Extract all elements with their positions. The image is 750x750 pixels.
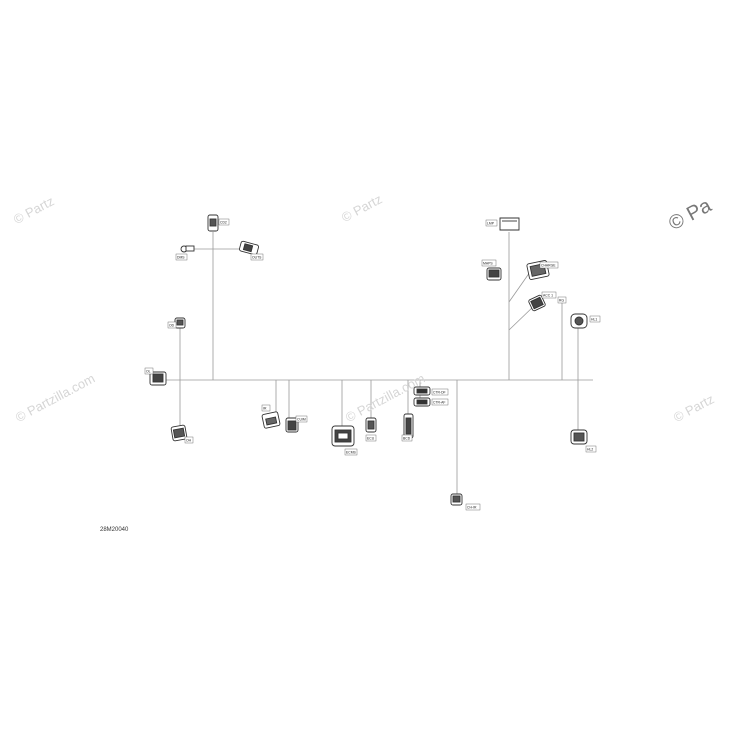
label-right-a: MAPS [483, 262, 493, 266]
connector-ctr-af [413, 397, 431, 407]
label-center-g: CTR-AF [433, 401, 445, 405]
label-right-top: LMP [487, 222, 495, 226]
label-right-d: RG [559, 299, 564, 303]
label-top-branch: CD2 [220, 221, 227, 225]
label-center-f: CTR-DF [433, 391, 446, 395]
connector-oh [170, 424, 188, 442]
connector-od [174, 317, 186, 329]
label-right-b: CHARGE [541, 264, 556, 268]
label-center-a: IR [263, 407, 267, 411]
connector-ol [149, 371, 167, 386]
connector-hl2 [570, 429, 588, 445]
label-center-c: ECMS [346, 451, 357, 455]
connector-ecms [331, 425, 355, 447]
connector-outs [239, 240, 259, 256]
label-left-mid: OL [146, 370, 151, 374]
connector-maps [486, 267, 502, 281]
part-number: 28M20040 [100, 527, 129, 533]
label-right-e: HL1 [591, 318, 597, 322]
connector-ctr-df [413, 386, 431, 396]
label-center-e: BCD [403, 437, 411, 441]
connector-hl1 [570, 313, 588, 329]
connector-acc1 [528, 294, 546, 312]
harness-wires [160, 232, 593, 495]
label-top-right: OUTS [252, 256, 262, 260]
connectors [149, 214, 588, 506]
connector-ir [261, 411, 281, 429]
label-bottom: CH-IR [467, 506, 477, 510]
label-right-c: ACC 1 [543, 294, 553, 298]
connector-cd2 [207, 214, 219, 232]
label-left-upper: OD [169, 324, 175, 328]
label-center-b: CUIM [297, 418, 306, 422]
label-left-lower: OH [186, 439, 192, 443]
label-top-left: DMS [177, 256, 185, 260]
connector-lmp [499, 217, 520, 231]
label-right-f: HL2 [587, 448, 593, 452]
connector-ecu [365, 417, 377, 433]
connector-ch-ir [450, 493, 463, 506]
connector-cuim [285, 417, 299, 433]
connector-bcd [403, 413, 414, 439]
connector-labels: CD2 DMS OUTS OD OL OH IR CUIM ECMS ECU B… [144, 218, 601, 511]
label-center-d: ECU [367, 437, 375, 441]
connector-dms [180, 245, 195, 253]
